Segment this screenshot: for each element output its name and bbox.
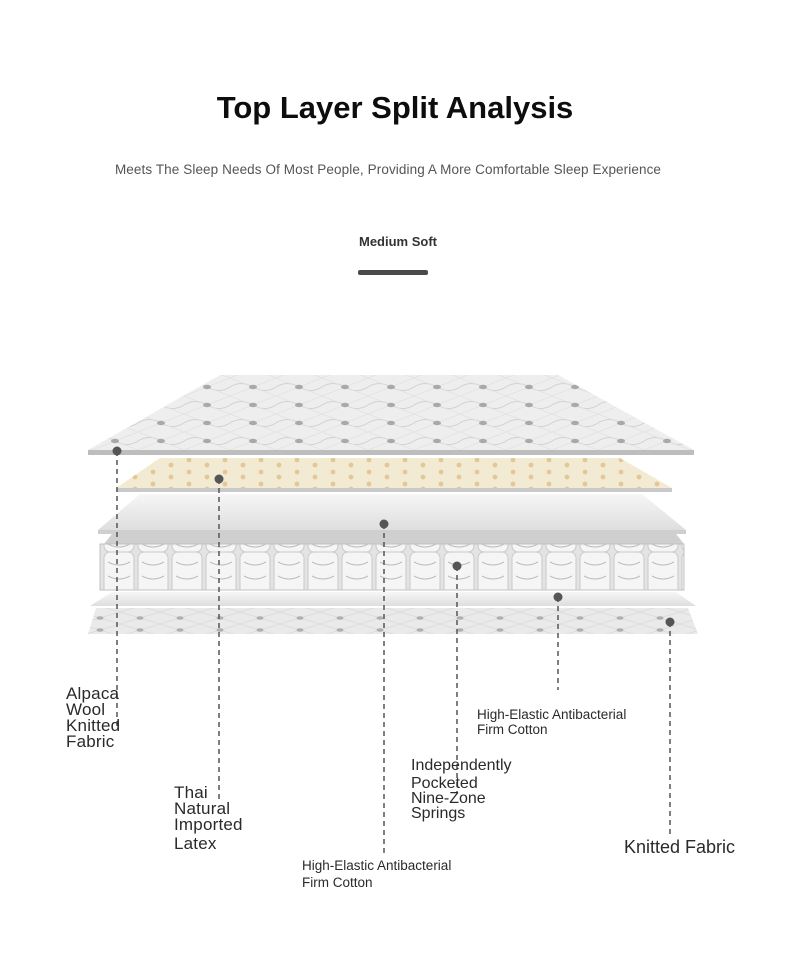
label-alpaca-wool: Alpaca Wool Knitted Fabric <box>66 684 121 751</box>
label-line: Knitted Fabric <box>624 837 736 857</box>
label-line: Thai <box>174 783 208 802</box>
label-line: Fabric <box>66 732 115 751</box>
latex-layer <box>116 458 672 492</box>
label-line: Springs <box>411 805 466 822</box>
leader-lines <box>116 451 671 853</box>
dot-latex <box>214 474 224 484</box>
dot-cotton-top <box>379 519 389 529</box>
firmness-bar <box>358 270 428 275</box>
dot-knitted <box>665 617 675 627</box>
label-springs: Independently Pocketed Nine-Zone Springs <box>411 757 512 822</box>
dot-alpaca <box>112 446 122 456</box>
label-line: Knitted <box>66 716 121 735</box>
label-line: Wool <box>66 700 106 719</box>
label-line: Imported <box>174 815 243 834</box>
dot-cotton-bottom <box>553 592 563 602</box>
label-line: Nine-Zone <box>411 790 486 807</box>
page-subtitle: Meets The Sleep Needs Of Most People, Pr… <box>114 162 662 177</box>
label-line: Independently <box>411 757 512 774</box>
label-line: Alpaca <box>66 684 120 703</box>
label-latex: Thai Natural Imported Latex <box>174 783 243 853</box>
label-cotton-top: High-Elastic Antibacterial Firm Cotton <box>302 858 451 890</box>
page-title: Top Layer Split Analysis <box>216 90 574 125</box>
top-fabric-layer <box>88 375 694 455</box>
label-line: Latex <box>174 834 217 853</box>
label-line: Firm Cotton <box>302 875 373 890</box>
label-line: Natural <box>174 799 231 818</box>
firmness-label: Medium Soft <box>359 234 437 249</box>
bottom-fabric-layer <box>88 608 698 634</box>
top-cotton-layer <box>98 494 686 534</box>
label-line: High-Elastic Antibacterial <box>477 707 627 722</box>
label-knitted-fabric: Knitted Fabric <box>624 837 735 858</box>
label-cotton-bottom: High-Elastic Antibacterial Firm Cotton <box>477 707 626 737</box>
label-line: Pocketed <box>411 775 478 792</box>
spring-layer <box>99 534 685 591</box>
label-line: High-Elastic Antibacterial <box>302 858 452 873</box>
bottom-cotton-layer <box>90 592 696 606</box>
label-line: Firm Cotton <box>477 722 548 737</box>
dot-springs <box>452 561 462 571</box>
leader-dots <box>112 446 675 627</box>
